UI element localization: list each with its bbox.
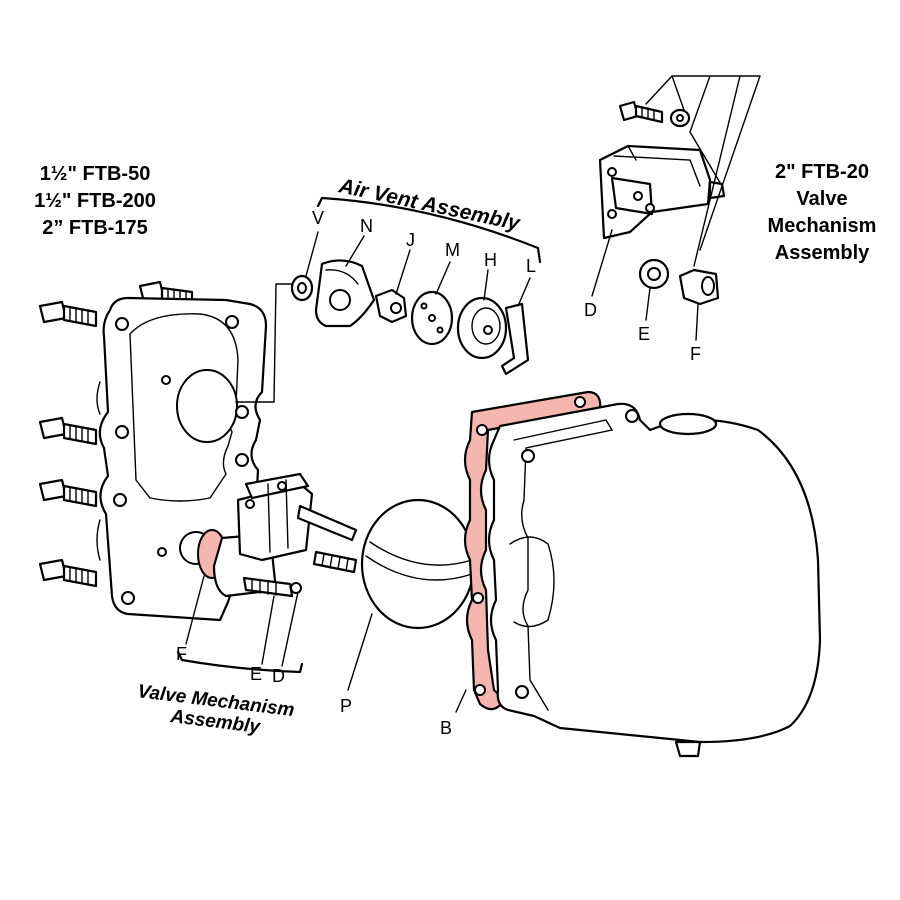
models-label: 1½" FTB-50 1½" FTB-200 2” FTB-175	[34, 163, 156, 239]
e-leader	[261, 595, 275, 665]
ftb20-label-f: F	[690, 344, 701, 364]
h-leader	[483, 269, 489, 301]
air-vent-bracket	[316, 196, 542, 264]
m-leader	[435, 261, 451, 295]
clip-l	[500, 302, 530, 376]
j-leader	[395, 249, 411, 295]
ftb20-line-2: Valve	[796, 188, 847, 210]
part-label-d: D	[272, 666, 285, 686]
bolt	[38, 416, 98, 446]
ftb20-line-3: Mechanism	[768, 215, 877, 237]
valve-mechanism-label: Valve Mechanism Assembly	[136, 650, 304, 738]
ftb20-e-leader	[645, 287, 651, 321]
valve-arm	[296, 504, 358, 542]
f-leader	[185, 575, 205, 645]
valve-mechanism-bracket	[176, 650, 304, 674]
ftb20-label-d: D	[584, 300, 597, 320]
diaphragm-h	[456, 296, 508, 360]
bolt	[38, 478, 98, 508]
ftb20-line-1: 2" FTB-20	[775, 161, 869, 183]
bolt	[38, 300, 98, 328]
trap-body	[487, 402, 822, 758]
part-label-h: H	[484, 250, 497, 270]
part-label-e: E	[250, 664, 262, 684]
ftb20-valve-mechanism	[598, 100, 726, 306]
ftb20-label-e: E	[638, 324, 650, 344]
d-leader	[281, 591, 299, 667]
v-leader-2	[305, 231, 319, 277]
part-label-m: M	[445, 240, 460, 260]
ftb20-line-4: Assembly	[775, 242, 870, 264]
v-leader	[235, 283, 293, 403]
part-label-n: N	[360, 216, 373, 236]
p-leader	[347, 613, 373, 691]
part-letters: V N J M H L F E D P B D E F	[176, 208, 701, 738]
part-label-p: P	[340, 696, 352, 716]
part-label-l: L	[526, 256, 536, 276]
model-line-2: 1½" FTB-200	[34, 190, 156, 212]
ftb20-leaders	[645, 75, 761, 267]
model-line-1: 1½" FTB-50	[40, 163, 151, 185]
l-leader	[517, 277, 531, 307]
air-vent-parts	[290, 259, 530, 376]
part-label-v: V	[312, 208, 324, 228]
air-vent-assembly-label: Air Vent Assembly	[316, 174, 542, 264]
ftb20-d-leader	[591, 229, 613, 297]
valve-mechanism	[197, 472, 358, 598]
drain-plug	[674, 740, 702, 758]
ftb20-label: 2" FTB-20 Valve Mechanism Assembly	[768, 161, 877, 264]
float-p	[360, 498, 476, 630]
ftb20-f-leader	[695, 303, 699, 341]
part-label-j: J	[406, 230, 415, 250]
part-label-b: B	[440, 718, 452, 738]
body-cap	[658, 412, 718, 436]
bolt	[38, 558, 98, 588]
screw	[312, 550, 358, 574]
model-line-3: 2” FTB-175	[42, 217, 148, 239]
gasket-b	[463, 390, 602, 711]
b-leader	[455, 689, 467, 713]
part-label-f: F	[176, 644, 187, 664]
cover-port	[176, 369, 238, 443]
n-leader	[345, 235, 365, 267]
